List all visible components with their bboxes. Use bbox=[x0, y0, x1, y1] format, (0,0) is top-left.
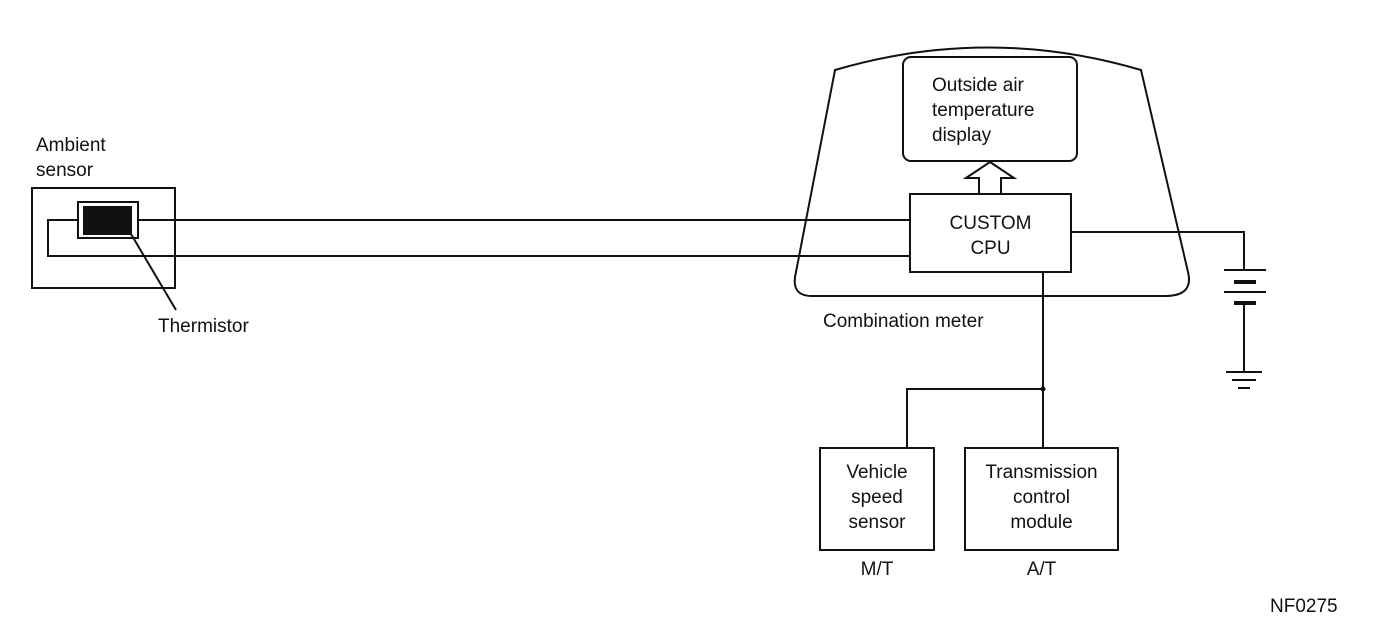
vss-label-1: Vehicle bbox=[846, 462, 908, 483]
ambient-sensor-label-2: sensor bbox=[36, 160, 94, 181]
vss-label-2: speed bbox=[851, 487, 903, 508]
tcm-label-2: control bbox=[1012, 487, 1071, 508]
transmission-control-module-box bbox=[964, 447, 1119, 551]
mt-label: M/T bbox=[860, 559, 894, 580]
figure-id: NF0275 bbox=[1270, 596, 1338, 617]
display-label-1: Outside air bbox=[932, 75, 1024, 96]
sensor-wire-bottom bbox=[47, 219, 910, 257]
power-wire bbox=[1071, 231, 1245, 270]
data-arrow bbox=[962, 160, 1018, 194]
junction-dot bbox=[1040, 386, 1046, 392]
display-label-2: temperature bbox=[932, 100, 1035, 121]
thermistor-element bbox=[83, 206, 132, 235]
display-label-3: display bbox=[932, 125, 992, 146]
ambient-sensor-housing bbox=[31, 187, 176, 289]
thermistor-label: Thermistor bbox=[158, 316, 249, 337]
speed-signal-branch bbox=[906, 388, 1043, 448]
ambient-sensor-label-1: Ambient bbox=[36, 135, 106, 156]
at-label: A/T bbox=[1026, 559, 1057, 580]
tcm-label-1: Transmission bbox=[985, 462, 1098, 483]
vss-label-3: sensor bbox=[848, 512, 906, 533]
cpu-label-1: CUSTOM bbox=[949, 213, 1032, 234]
combination-meter-label: Combination meter bbox=[823, 311, 984, 332]
cpu-label-2: CPU bbox=[970, 238, 1011, 259]
thermistor-leader bbox=[130, 233, 177, 311]
tcm-label-3: module bbox=[1010, 512, 1073, 533]
combination-meter-outline bbox=[793, 46, 1190, 297]
vehicle-speed-sensor-box bbox=[819, 447, 935, 551]
